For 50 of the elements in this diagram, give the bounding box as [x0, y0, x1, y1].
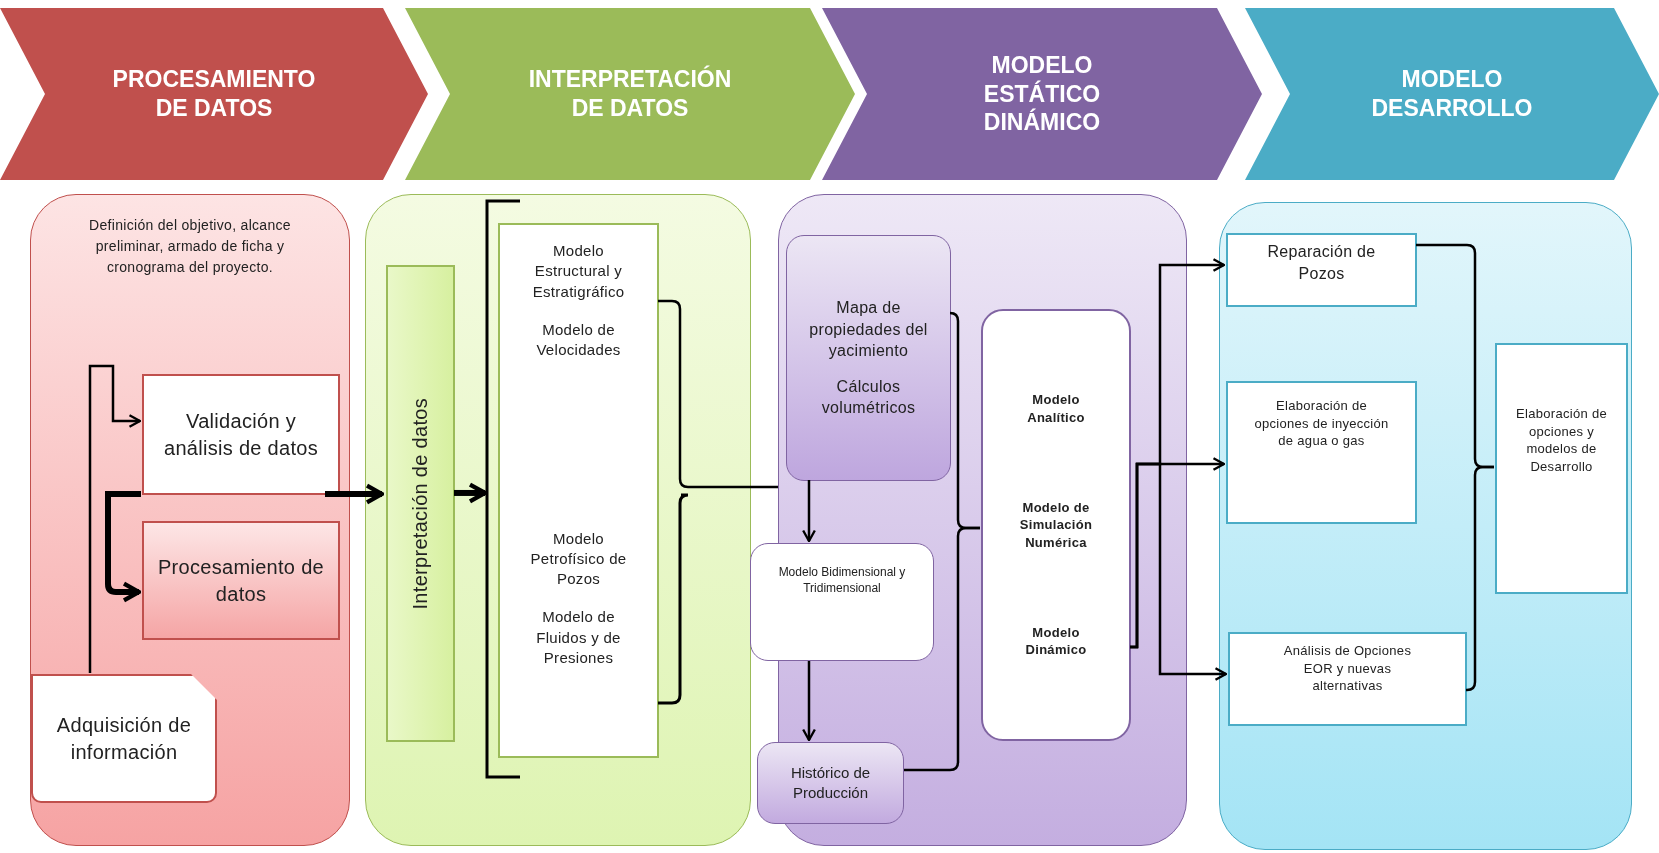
panel-description: Definición del objetivo, alcance preliminar, armado de ficha y cronograma del proyecto. [88, 216, 292, 277]
stage-title: INTERPRETACIÓN DE DATOS [527, 65, 733, 123]
box-text: Cálculos volumétricos [820, 376, 917, 419]
box-text: Análisis de Opciones EOR y nuevas alternativas [1282, 642, 1413, 695]
box-text: Adquisición de información [55, 712, 193, 765]
arrow [88, 364, 142, 673]
arrow [802, 661, 816, 742]
arrow [1130, 462, 1228, 681]
arrow [325, 483, 385, 505]
box-text: Histórico de Producción [789, 762, 872, 803]
box-text: Modelo de Simulación Numérica [1018, 498, 1094, 552]
box-text: Modelo de Fluidos y de Presiones [535, 607, 622, 668]
arrow [802, 480, 816, 543]
process-box [142, 374, 340, 495]
process-box [142, 521, 340, 640]
box-text: Elaboración de opciones de inyección de agua o gas [1253, 397, 1390, 450]
stage-banner [0, 8, 428, 180]
stage-title: MODELO ESTÁTICO DINÁMICO [982, 50, 1102, 138]
process-box [1495, 343, 1628, 594]
process-box [757, 742, 904, 824]
stage-title: PROCESAMIENTO DE DATOS [111, 65, 317, 123]
box-text: Modelo Petrofísico de Pozos [529, 528, 628, 589]
box-text: Modelo Estructural y Estratigráfico [531, 241, 626, 302]
process-box [1226, 381, 1417, 524]
process-box [786, 235, 951, 481]
stage-title: MODELO DESARROLLO [1370, 65, 1534, 123]
process-box [386, 265, 455, 742]
connector-line [904, 526, 980, 772]
box-text: Validación y análisis de datos [162, 408, 320, 461]
process-box [981, 309, 1131, 741]
note-box [31, 674, 217, 803]
arrow [454, 482, 488, 504]
box-text: Reparación de Pozos [1266, 242, 1377, 284]
stage-banner [1245, 8, 1659, 180]
process-box [498, 223, 659, 758]
process-box [1228, 632, 1467, 726]
box-text: Modelo de Velocidades [535, 319, 622, 360]
box-text: Procesamiento de datos [157, 554, 325, 607]
stage-panel [365, 194, 751, 846]
box-text: Modelo Analítico [1026, 391, 1086, 427]
box-text: Mapa de propiedades del yacimiento [809, 298, 928, 362]
box-text: Interpretación de datos [408, 397, 432, 610]
process-box [750, 543, 934, 661]
stage-panel [30, 194, 350, 846]
box-text: Modelo Bidimensional y Tridimensional [777, 564, 907, 597]
process-box [1226, 233, 1417, 307]
box-text: Elaboración de opciones y modelos de Desarrollo [1515, 405, 1608, 476]
stage-panel [1219, 202, 1632, 850]
box-text: Modelo Dinámico [1024, 623, 1088, 659]
connector-line [1465, 465, 1494, 692]
